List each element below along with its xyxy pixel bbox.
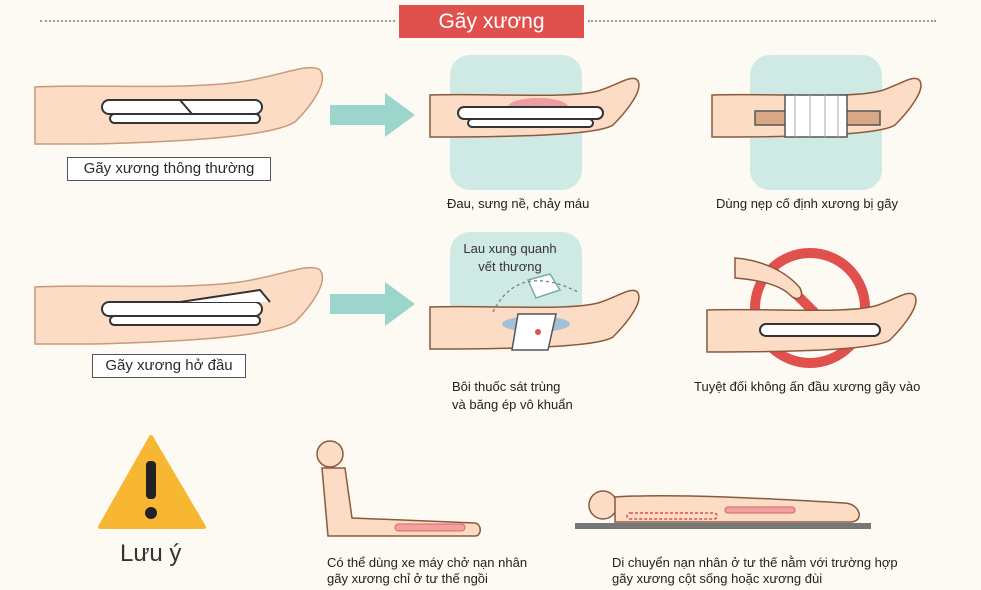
swollen-bleeding-leg-illustration [429, 55, 640, 190]
splinted-leg-illustration [711, 55, 922, 190]
warning-triangle-icon [98, 435, 206, 529]
closed-fracture-leg-illustration [34, 66, 324, 145]
arrow-icon [330, 282, 415, 326]
lying-caption-line1: Di chuyển nạn nhân ở tư thế nằm với trườ… [612, 555, 898, 570]
open-note-line1: Lau xung quanh [463, 241, 557, 256]
warning-label: Lưu ý [120, 540, 182, 567]
sitting-victim-illustration [316, 440, 481, 537]
arrow-icon [330, 93, 415, 137]
open-step1-caption-line1: Bôi thuốc sát trùng [452, 379, 561, 394]
no-pressing-bone-illustration [706, 248, 917, 368]
header-divider-left [40, 20, 395, 22]
open-step2-caption: Tuyệt đối không ấn đầu xương gãy vào [694, 379, 921, 394]
open-fracture-label: Gãy xương hở đầu [92, 354, 246, 378]
open-step1-caption-line2: và băng ép vô khuẩn [452, 397, 573, 412]
open-note-line2: vết thương [478, 259, 542, 274]
sitting-caption-line2: gãy xương chỉ ở tư thế ngồi [327, 571, 488, 586]
lying-caption-line2: gãy xương cột sống hoặc xương đùi [612, 571, 823, 586]
open-fracture-leg-illustration [34, 266, 324, 345]
lying-victim-illustration [575, 490, 871, 529]
page-title: Gãy xương [399, 5, 584, 38]
closed-step1-caption: Đau, sưng nề, chảy máu [447, 196, 590, 211]
disinfect-bandage-leg-illustration [429, 232, 640, 351]
closed-step2-caption: Dùng nẹp cố định xương bị gãy [716, 196, 899, 211]
closed-fracture-label: Gãy xương thông thường [67, 157, 271, 181]
header-divider-right [588, 20, 936, 22]
sitting-caption-line1: Có thể dùng xe máy chở nạn nhân [327, 555, 528, 570]
